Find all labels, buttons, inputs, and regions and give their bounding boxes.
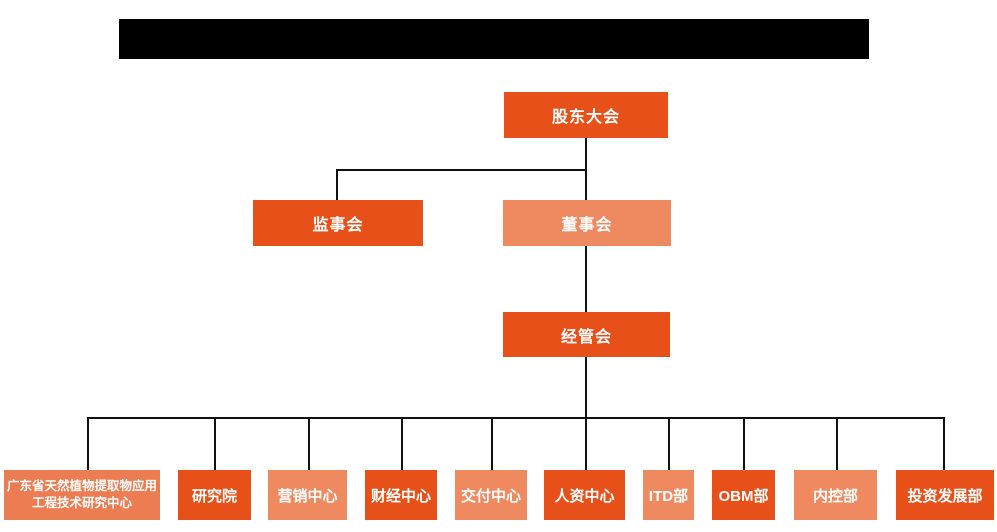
org-node-finance-center: 财经中心	[365, 470, 437, 520]
org-node-marketing-center: 营销中心	[268, 470, 347, 520]
org-node-itd-dept: ITD部	[643, 470, 694, 520]
org-node-supervisory-board: 监事会	[253, 200, 423, 246]
org-node-research-institute: 研究院	[178, 470, 251, 520]
org-node-internal-control-dept: 内控部	[794, 470, 877, 520]
connector-drop-research	[214, 417, 216, 470]
connector-board-to-management	[585, 246, 587, 312]
connector-drop-obm	[743, 417, 745, 470]
org-node-shareholders-meeting: 股东大会	[504, 92, 668, 138]
connector-drop-delivery	[491, 417, 493, 470]
connector-drop-finance	[401, 417, 403, 470]
connector-top-horizontal	[336, 169, 587, 171]
redacted-title-bar	[119, 19, 869, 59]
connector-supervisory-drop	[336, 169, 338, 200]
org-node-board-of-directors: 董事会	[503, 200, 671, 246]
org-node-gd-research-center: 广东省天然植物提取物应用工程技术研究中心	[4, 470, 160, 520]
org-node-obm-dept: OBM部	[712, 470, 775, 520]
connector-drop-itd	[668, 417, 670, 470]
org-node-management-committee: 经管会	[503, 312, 670, 357]
connector-drop-investment	[943, 417, 945, 470]
connector-bottom-horizontal	[87, 417, 945, 419]
connector-management-down	[585, 357, 587, 470]
connector-drop-internal-control	[836, 417, 838, 470]
org-node-delivery-center: 交付中心	[455, 470, 527, 520]
connector-drop-marketing	[308, 417, 310, 470]
org-node-investment-development-dept: 投资发展部	[896, 470, 994, 520]
org-node-hr-center: 人资中心	[544, 470, 625, 520]
connector-drop-gd-center	[87, 417, 89, 470]
